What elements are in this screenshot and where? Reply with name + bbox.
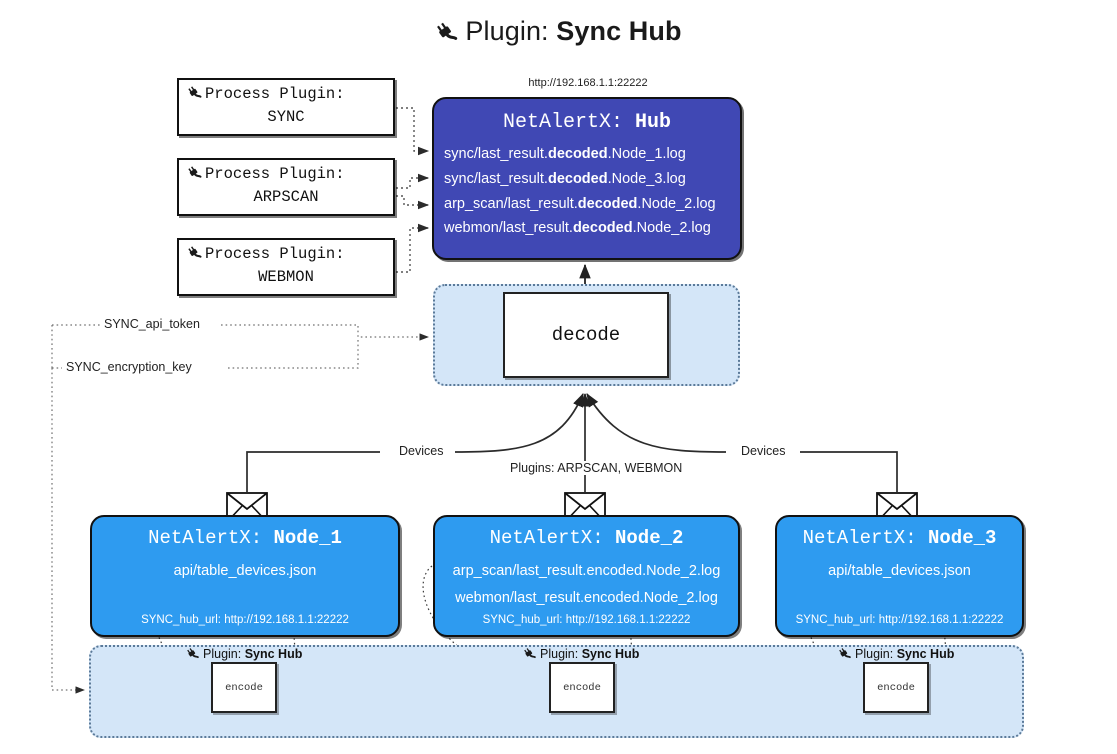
- hub-log-lines: sync/last_result.decoded.Node_1.log sync…: [434, 142, 740, 240]
- node-log-line: webmon/last_result.encoded.Node_2.log: [455, 590, 718, 606]
- node-hub-url: SYNC_hub_url: http://192.168.1.1:22222: [482, 614, 691, 626]
- hub-title-name: Hub: [635, 111, 672, 134]
- node-log-lines: api/table_devices.json: [777, 558, 1022, 585]
- node-log-lines: api/table_devices.json: [92, 558, 398, 585]
- label-devices-right: Devices: [737, 444, 790, 458]
- process-plugin-name: WEBMON: [258, 268, 314, 286]
- hub-url-label: http://192.168.1.1:22222: [528, 77, 648, 89]
- process-plugin-title: Process Plugin:: [205, 165, 345, 183]
- band-plugin-label-2: Plugin: Sync Hub: [523, 646, 639, 664]
- label-devices-left: Devices: [395, 444, 448, 458]
- process-plugin-label: Process Plugin:: [179, 84, 393, 106]
- label-plugins-middle: Plugins: ARPSCAN, WEBMON: [506, 461, 687, 475]
- process-plugin-webmon-box[interactable]: Process Plugin: WEBMON: [177, 238, 395, 296]
- node-log-line: arp_scan/last_result.encoded.Node_2.log: [452, 563, 721, 579]
- plug-icon: [187, 84, 204, 106]
- node-title: NetAlertX: Node_1: [148, 527, 342, 549]
- encode-box-node-2[interactable]: encode: [549, 662, 615, 713]
- node-log-line: api/table_devices.json: [173, 563, 317, 579]
- process-plugin-label: Process Plugin:: [179, 164, 393, 186]
- node-box-node-1[interactable]: NetAlertX: Node_1 api/table_devices.json…: [90, 515, 400, 637]
- hub-title-prefix: NetAlertX:: [502, 111, 635, 134]
- plug-icon: [186, 646, 201, 664]
- hub-log-line: webmon/last_result.decoded.Node_2.log: [444, 220, 711, 236]
- node-hub-url: SYNC_hub_url: http://192.168.1.1:22222: [795, 614, 1004, 626]
- page-title-name: Sync Hub: [556, 16, 682, 46]
- band-plugin-label-1: Plugin: Sync Hub: [186, 646, 302, 664]
- decode-box[interactable]: decode: [503, 292, 669, 378]
- hub-title: NetAlertX: Hub: [434, 111, 740, 134]
- process-plugin-name: ARPSCAN: [253, 188, 319, 206]
- node-log-line: api/table_devices.json: [828, 563, 971, 579]
- hub-log-line: arp_scan/last_result.decoded.Node_2.log: [444, 196, 716, 212]
- plug-icon: [838, 646, 853, 664]
- plug-icon: [187, 164, 204, 186]
- process-plugin-name: SYNC: [267, 108, 305, 126]
- node-log-lines: arp_scan/last_result.encoded.Node_2.log …: [435, 558, 738, 612]
- process-plugin-label: Process Plugin:: [179, 244, 393, 266]
- encode-box-node-1[interactable]: encode: [211, 662, 277, 713]
- hub-log-line: sync/last_result.decoded.Node_1.log: [444, 146, 686, 162]
- encode-box-node-3[interactable]: encode: [863, 662, 929, 713]
- node-hub-url: SYNC_hub_url: http://192.168.1.1:22222: [141, 614, 349, 626]
- page-title-prefix: Plugin:: [465, 16, 557, 46]
- label-sync-api-token: SYNC_api_token: [100, 317, 204, 331]
- hub-box[interactable]: NetAlertX: Hub sync/last_result.decoded.…: [432, 97, 742, 260]
- band-plugin-label-3: Plugin: Sync Hub: [838, 646, 954, 664]
- process-plugin-sync-box[interactable]: Process Plugin: SYNC: [177, 78, 395, 136]
- node-title: NetAlertX: Node_2: [489, 527, 684, 549]
- node-title: NetAlertX: Node_3: [802, 527, 997, 549]
- page-title: Plugin: Sync Hub: [0, 16, 1117, 52]
- process-plugin-title: Process Plugin:: [205, 245, 345, 263]
- plug-icon: [187, 244, 204, 266]
- plug-icon: [523, 646, 538, 664]
- plug-icon: [435, 19, 461, 52]
- label-sync-encryption-key: SYNC_encryption_key: [62, 360, 196, 374]
- hub-log-line: sync/last_result.decoded.Node_3.log: [444, 171, 686, 187]
- node-box-node-3[interactable]: NetAlertX: Node_3 api/table_devices.json…: [775, 515, 1024, 637]
- node-box-node-2[interactable]: NetAlertX: Node_2 arp_scan/last_result.e…: [433, 515, 740, 637]
- process-plugin-arpscan-box[interactable]: Process Plugin: ARPSCAN: [177, 158, 395, 216]
- process-plugin-title: Process Plugin:: [205, 85, 345, 103]
